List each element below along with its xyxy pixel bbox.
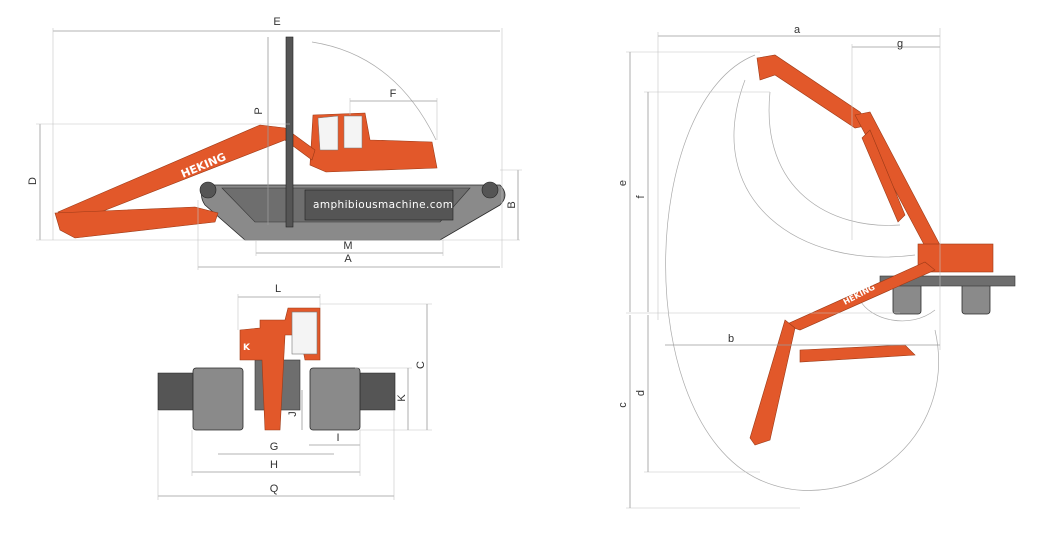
range-frame <box>879 275 1016 287</box>
front-upper-body <box>239 307 321 431</box>
dimension-label-Q: Q <box>270 483 279 495</box>
dimension-label-P: P <box>253 107 265 114</box>
rear-sprocket <box>481 181 499 199</box>
cab-and-house <box>309 112 438 173</box>
raised-stick <box>861 129 906 223</box>
dimension-label-F: F <box>390 88 397 100</box>
working-range-view: HEKING a g e f b c d <box>617 24 1016 509</box>
dimension-label-D: D <box>27 177 39 185</box>
right-pontoon-track <box>309 367 361 431</box>
right-outrigger <box>357 372 396 411</box>
front-cab-window <box>291 311 318 355</box>
dimension-label-I: I <box>336 432 339 444</box>
reach-envelope-inner2 <box>768 91 901 226</box>
dimension-label-e: e <box>617 180 629 186</box>
reach-envelope-outer <box>665 54 939 491</box>
pontoon-panel <box>304 189 454 221</box>
front-view: K L C K J I G H Q <box>157 283 432 500</box>
cab-window <box>317 115 339 151</box>
dimension-label-d: d <box>635 390 647 396</box>
reach-envelope-inner <box>733 79 916 258</box>
lowered-stick <box>749 319 796 446</box>
dimension-label-H: H <box>270 459 278 471</box>
dimension-label-G: G <box>270 441 279 453</box>
extended-arm <box>799 344 916 363</box>
watermark: amphibiousmachine.com <box>313 199 453 211</box>
dimension-label-L: L <box>275 283 281 295</box>
spud-pole <box>285 36 294 228</box>
arm <box>54 206 219 239</box>
dimension-label-b: b <box>728 333 734 345</box>
reach-envelope-bottom <box>859 299 936 322</box>
swing-arc <box>311 41 437 141</box>
boom <box>57 124 316 223</box>
cab-window <box>343 115 363 149</box>
raised-arm <box>756 54 871 129</box>
dimension-label-E: E <box>273 16 280 28</box>
dimension-label-g: g <box>897 38 903 50</box>
left-pontoon-track <box>192 367 244 431</box>
dimension-label-B: B <box>506 201 518 208</box>
dimension-label-c: c <box>617 402 629 408</box>
dimension-label-C: C <box>415 361 427 369</box>
side-view: HEKING amphibiousmachine.com E F P D B M… <box>27 16 522 270</box>
dimension-label-K: K <box>396 394 408 402</box>
front-logo: K <box>243 343 251 353</box>
dimension-label-a: a <box>794 24 801 36</box>
front-sprocket <box>199 181 217 199</box>
dimension-label-f: f <box>635 195 647 199</box>
dimension-label-J: J <box>287 411 299 417</box>
dimension-label-A: A <box>344 253 352 265</box>
dimension-label-M: M <box>343 240 352 252</box>
